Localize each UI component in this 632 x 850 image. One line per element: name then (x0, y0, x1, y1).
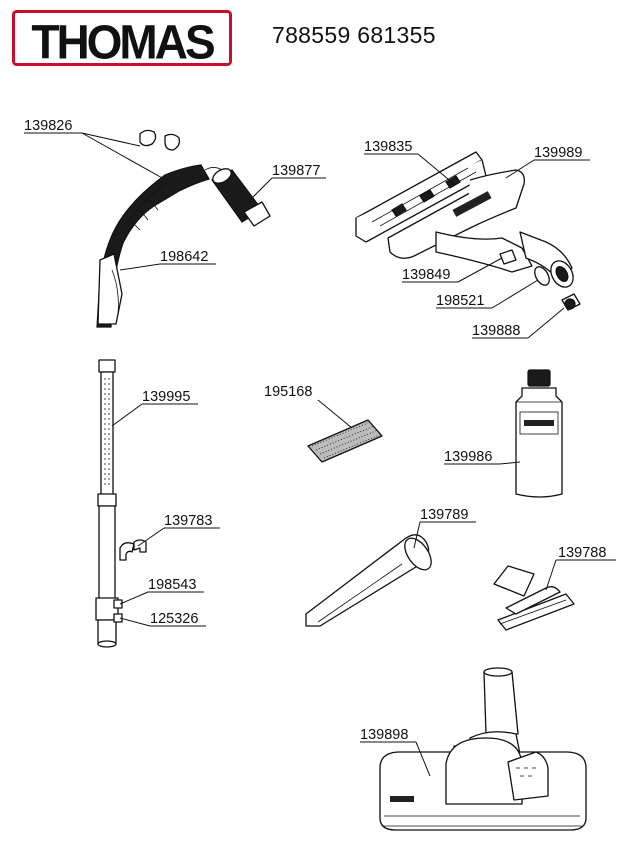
leader-lines (24, 132, 616, 777)
part-label-139898: 139898 (360, 727, 408, 743)
tube-button-part (113, 599, 123, 623)
logo-text: THOMAS (31, 14, 214, 66)
part-label-139789: 139789 (420, 507, 468, 523)
filter-pad-part (307, 419, 383, 463)
upholstery-nozzle-part (493, 565, 575, 631)
part-label-139835: 139835 (364, 139, 412, 155)
bottle-part (515, 369, 563, 498)
part-label-139783: 139783 (164, 513, 212, 529)
part-label-198642: 198642 (160, 249, 208, 265)
part-label-139826: 139826 (24, 118, 72, 134)
part-label-139877: 139877 (272, 163, 320, 179)
telescopic-tube-part (95, 359, 119, 648)
floor-nozzle-part (355, 151, 581, 311)
part-label-125326: 125326 (150, 611, 198, 627)
hose-part (96, 164, 226, 328)
part-label-198521: 198521 (436, 293, 484, 309)
thomas-logo: THOMAS (12, 10, 232, 66)
part-label-139989: 139989 (534, 145, 582, 161)
part-label-139986: 139986 (444, 449, 492, 465)
part-label-139788: 139788 (558, 545, 606, 561)
hose-clips-part (139, 129, 181, 151)
part-label-198543: 198543 (148, 577, 196, 593)
model-numbers: 788559 681355 (272, 22, 436, 48)
part-label-139995: 139995 (142, 389, 190, 405)
parquet-brush-part (379, 667, 587, 831)
part-label-139888: 139888 (472, 323, 520, 339)
part-label-195168: 195168 (264, 384, 312, 400)
hose-cuff-part (211, 168, 271, 227)
part-label-139849: 139849 (402, 267, 450, 283)
crevice-tool-part (305, 534, 432, 627)
